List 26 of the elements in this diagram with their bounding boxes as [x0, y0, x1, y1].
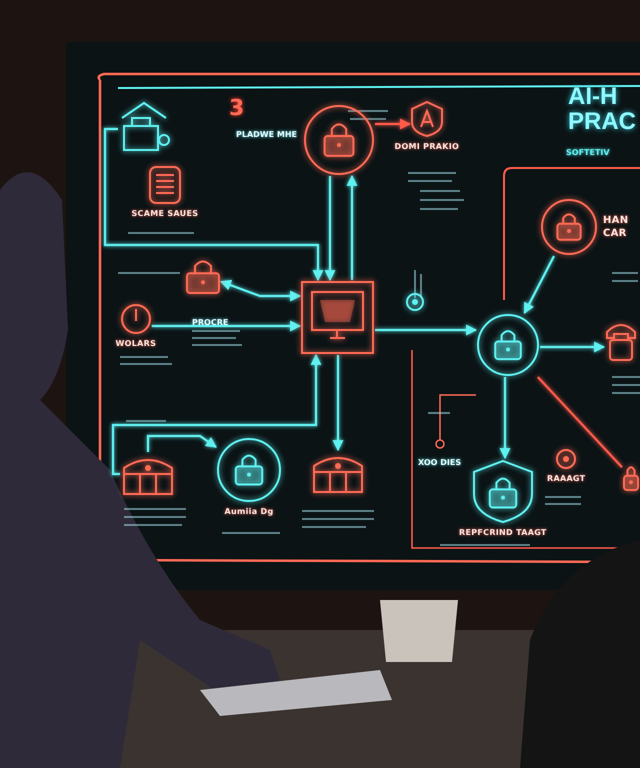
arrow: [332, 355, 344, 452]
arrow: [324, 176, 336, 282]
arrow: [375, 324, 478, 336]
node-label: RAAAGT: [547, 474, 586, 483]
arrow: [152, 320, 302, 332]
title: AI-H PRAC: [568, 84, 638, 134]
arrow: [500, 377, 510, 460]
step-number: 3: [229, 96, 244, 121]
heading-text: SOFTETIV: [566, 148, 610, 157]
node-label: Aumiia Dg: [224, 507, 274, 516]
arrow: [375, 118, 411, 130]
node-label: REPFCRIND TAAGT: [459, 528, 547, 537]
node-label: SCAME SAUES: [132, 209, 198, 218]
arrow: [220, 280, 302, 302]
arrow: [146, 434, 217, 452]
node-label: HAN CAR: [603, 214, 630, 240]
heading-text: PROCRE: [192, 318, 228, 327]
arrow: [524, 256, 555, 314]
arrow: [104, 128, 324, 282]
node-label: WOLARS: [116, 339, 156, 348]
node-label: DOMI PRAKIO: [394, 142, 460, 151]
heading-text: XOO DIES: [418, 458, 462, 467]
arrow: [540, 342, 606, 352]
arrow: [346, 174, 358, 280]
heading-text: PLADWE MHE: [236, 130, 297, 139]
arrow: [112, 354, 322, 476]
